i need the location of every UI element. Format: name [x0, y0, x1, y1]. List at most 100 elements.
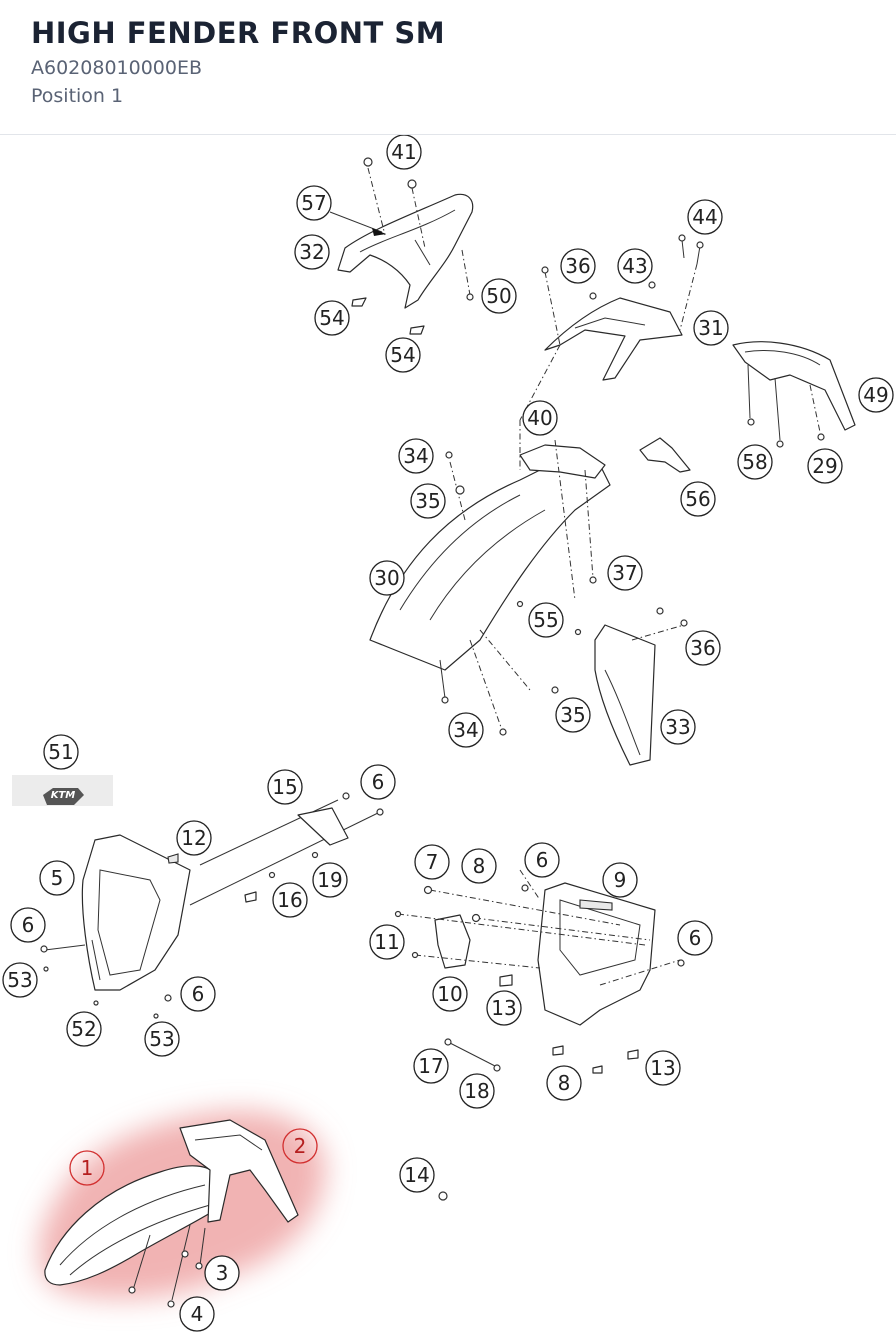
callout-18[interactable]: 18	[459, 1073, 495, 1109]
part-56	[639, 437, 691, 473]
callout-32[interactable]: 32	[294, 234, 330, 270]
callout-53-b[interactable]: 53	[144, 1021, 180, 1057]
callout-4[interactable]: 4	[179, 1296, 215, 1332]
callout-40[interactable]: 40	[522, 400, 558, 436]
headlight-mask-group	[40, 792, 384, 1019]
svg-text:33: 33	[665, 715, 690, 739]
callout-6-d[interactable]: 6	[524, 842, 560, 878]
svg-text:50: 50	[486, 284, 511, 308]
callout-35-b[interactable]: 35	[555, 697, 591, 733]
svg-text:13: 13	[650, 1056, 675, 1080]
svg-text:40: 40	[527, 406, 552, 430]
callout-6-b[interactable]: 6	[10, 907, 46, 943]
callout-6-e[interactable]: 6	[677, 920, 713, 956]
svg-text:6: 6	[192, 982, 205, 1006]
svg-text:34: 34	[403, 444, 428, 468]
svg-text:15: 15	[272, 775, 297, 799]
svg-text:4: 4	[191, 1302, 204, 1326]
svg-text:18: 18	[464, 1079, 489, 1103]
callout-16[interactable]: 16	[272, 882, 308, 918]
callout-3[interactable]: 3	[204, 1255, 240, 1291]
svg-text:57: 57	[301, 191, 326, 215]
callout-9[interactable]: 9	[602, 862, 638, 898]
callout-14[interactable]: 14	[399, 1157, 435, 1193]
callout-13[interactable]: 13	[486, 990, 522, 1026]
callout-35[interactable]: 35	[410, 483, 446, 519]
callout-11[interactable]: 11	[369, 924, 405, 960]
svg-text:17: 17	[418, 1054, 443, 1078]
svg-text:32: 32	[299, 240, 324, 264]
callout-19[interactable]: 19	[312, 862, 348, 898]
callout-43[interactable]: 43	[617, 248, 653, 284]
front-fender-group	[44, 1119, 299, 1308]
callout-51[interactable]: 51	[43, 734, 79, 770]
callout-6[interactable]: 6	[360, 764, 396, 800]
svg-text:43: 43	[622, 254, 647, 278]
svg-text:10: 10	[437, 982, 462, 1006]
callout-49[interactable]: 49	[858, 377, 894, 413]
callout-56[interactable]: 56	[680, 481, 716, 517]
callout-37[interactable]: 37	[607, 555, 643, 591]
callout-17[interactable]: 17	[413, 1048, 449, 1084]
callout-33[interactable]: 33	[660, 709, 696, 745]
callout-54-b[interactable]: 54	[385, 337, 421, 373]
svg-text:36: 36	[565, 254, 590, 278]
svg-text:35: 35	[415, 489, 440, 513]
callout-8-b[interactable]: 8	[546, 1065, 582, 1101]
callout-50[interactable]: 50	[481, 278, 517, 314]
svg-text:16: 16	[277, 888, 302, 912]
callout-57[interactable]: 57	[296, 185, 332, 221]
callout-55[interactable]: 55	[528, 602, 564, 638]
callout-53[interactable]: 53	[2, 962, 38, 998]
svg-text:55: 55	[533, 608, 558, 632]
page-header: HIGH FENDER FRONT SM A60208010000EB Posi…	[0, 0, 896, 135]
svg-text:34: 34	[453, 718, 478, 742]
callout-36-b[interactable]: 36	[685, 630, 721, 666]
callout-34-b[interactable]: 34	[448, 712, 484, 748]
svg-text:30: 30	[374, 566, 399, 590]
callout-29[interactable]: 29	[807, 448, 843, 484]
callout-10[interactable]: 10	[432, 976, 468, 1012]
svg-text:12: 12	[181, 826, 206, 850]
callout-58[interactable]: 58	[737, 444, 773, 480]
svg-text:2: 2	[294, 1134, 307, 1158]
callout-15[interactable]: 15	[267, 769, 303, 805]
callout-8[interactable]: 8	[461, 848, 497, 884]
svg-text:41: 41	[391, 140, 416, 164]
rear-fender-group	[369, 344, 611, 736]
svg-text:8: 8	[558, 1071, 571, 1095]
svg-text:29: 29	[812, 454, 837, 478]
callout-1[interactable]: 1	[69, 1150, 105, 1186]
svg-text:53: 53	[7, 968, 32, 992]
callout-2[interactable]: 2	[282, 1128, 318, 1164]
callout-5[interactable]: 5	[39, 860, 75, 896]
callout-52[interactable]: 52	[66, 1011, 102, 1047]
svg-text:44: 44	[692, 205, 717, 229]
callout-44[interactable]: 44	[687, 199, 723, 235]
callout-36[interactable]: 36	[560, 248, 596, 284]
tail-cover-group	[329, 157, 474, 335]
svg-text:49: 49	[863, 383, 888, 407]
callout-7[interactable]: 7	[414, 844, 450, 880]
callout-54[interactable]: 54	[314, 300, 350, 336]
svg-text:54: 54	[390, 343, 415, 367]
callout-12[interactable]: 12	[176, 820, 212, 856]
svg-text:6: 6	[689, 926, 702, 950]
callout-6-c[interactable]: 6	[180, 976, 216, 1012]
rear-light-group	[732, 341, 856, 448]
logo-sticker: KTM	[12, 775, 113, 806]
svg-text:36: 36	[690, 636, 715, 660]
svg-text:11: 11	[374, 930, 399, 954]
callout-31[interactable]: 31	[693, 310, 729, 346]
callout-34[interactable]: 34	[398, 438, 434, 474]
svg-text:13: 13	[491, 996, 516, 1020]
svg-text:56: 56	[685, 487, 710, 511]
logo-text: KTM	[51, 790, 76, 801]
svg-text:19: 19	[317, 868, 342, 892]
side-cover-group	[594, 607, 688, 766]
callout-41[interactable]: 41	[386, 135, 422, 170]
svg-text:6: 6	[536, 848, 549, 872]
callout-30[interactable]: 30	[369, 560, 405, 596]
svg-text:37: 37	[612, 561, 637, 585]
callout-13-b[interactable]: 13	[645, 1050, 681, 1086]
